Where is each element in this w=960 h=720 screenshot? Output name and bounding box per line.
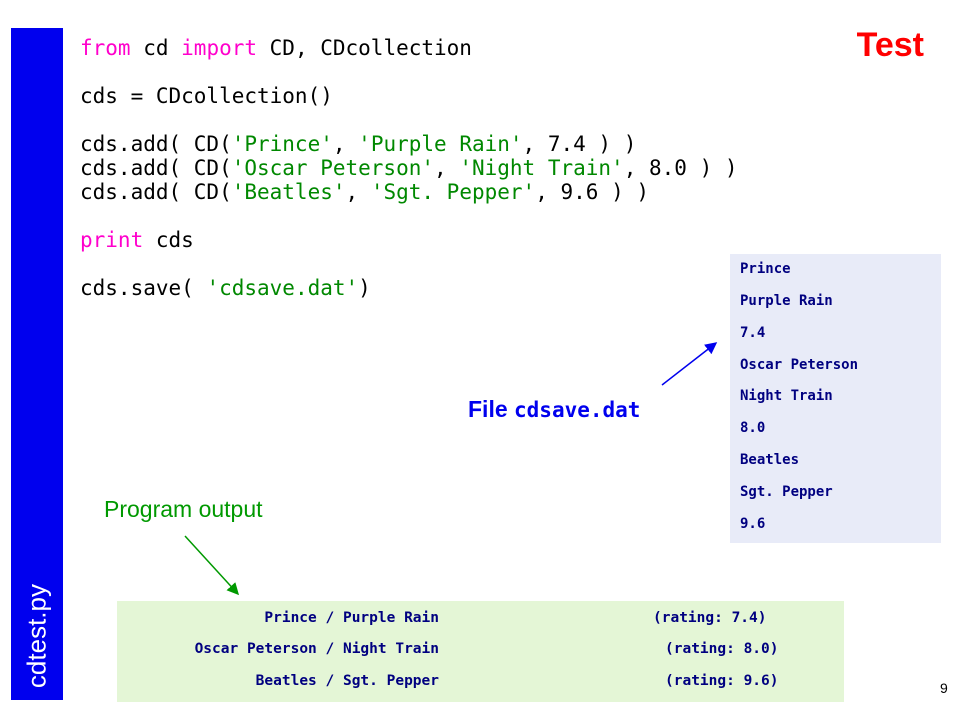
output-row-left: Beatles / Sgt. Pepper [255,673,439,689]
slide-title: Test [856,26,924,64]
file-arrow [661,342,718,386]
code-import-names: CD, CDcollection [257,36,472,60]
code-line-add: cds.add( CD('Prince', 'Purple Rain', 7.4… [80,132,637,156]
keyword-import: import [181,36,258,60]
file-caption: File cdsave.dat [468,396,640,423]
output-row-left: Oscar Peterson / Night Train [194,641,439,657]
output-arrow [184,535,240,596]
file-contents-box: Prince Purple Rain 7.4 Oscar Peterson Ni… [730,254,941,543]
code-listing: from cd import CD, CDcollection cds = CD… [80,36,738,300]
keyword-from: from [80,36,131,60]
code-line-assign: cds = CDcollection() [80,84,333,108]
file-caption-filename: cdsave.dat [514,398,641,422]
file-line: Oscar Peterson [740,357,859,373]
file-line: 9.6 [740,516,766,532]
file-caption-word: File [468,396,508,422]
output-row-right: (rating: 8.0) [665,641,779,657]
code-line-add: cds.add( CD('Beatles', 'Sgt. Pepper', 9.… [80,180,649,204]
code-line-add: cds.add( CD('Oscar Peterson', 'Night Tra… [80,156,738,180]
code-line-save: cds.save( 'cdsave.dat') [80,276,371,300]
program-output-box: Prince / Purple Rain (rating: 7.4) Oscar… [117,601,844,702]
sidebar-bar: cdtest.py [11,28,63,700]
file-line: 8.0 [740,420,766,436]
output-row-right: (rating: 7.4) [653,610,767,626]
file-line: Prince [740,261,791,277]
file-line: Purple Rain [740,293,833,309]
sidebar-filename-label: cdtest.py [21,583,52,688]
output-row-left: Prince / Purple Rain [264,610,439,626]
code-line-print: print cds [80,228,194,252]
file-line: Night Train [740,388,833,404]
code-module: cd [130,36,182,60]
file-line: Sgt. Pepper [740,484,833,500]
keyword-print: print [80,228,144,252]
output-row-right: (rating: 9.6) [665,673,779,689]
code-line-import: from cd import CD, CDcollection [80,36,738,60]
program-output-caption: Program output [104,496,263,522]
file-line: 7.4 [740,325,766,341]
page-number: 9 [940,680,948,696]
file-line: Beatles [740,452,800,468]
